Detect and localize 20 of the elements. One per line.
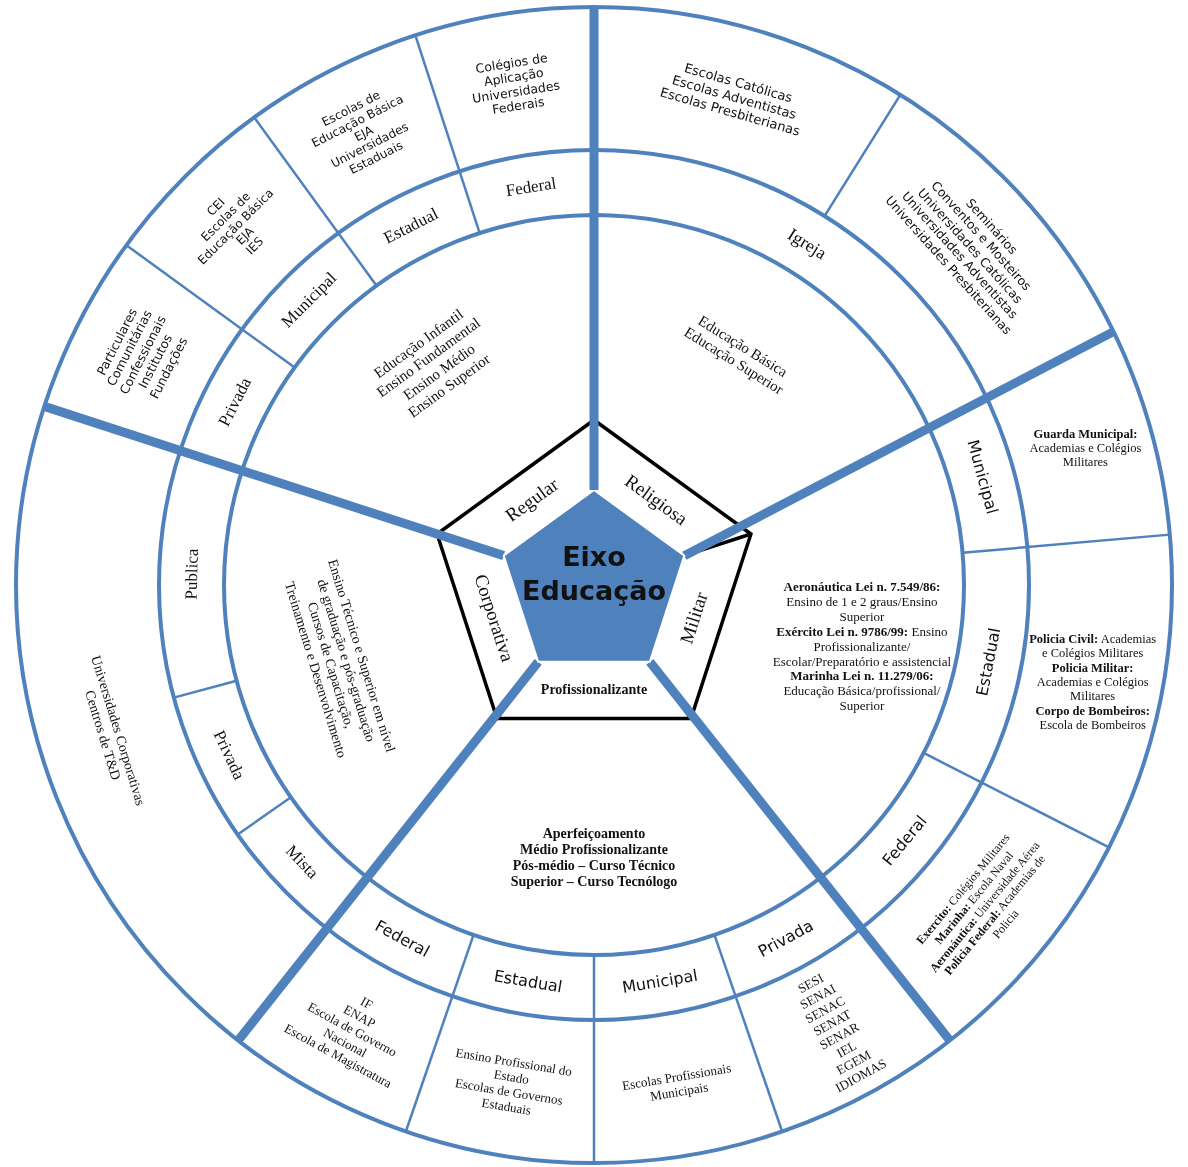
- ring-label: Federal: [470, 168, 592, 207]
- cell-text: Policia Militar: Academias e Colégios Militares: [1035, 660, 1150, 704]
- cell-text: Guarda Municipal: Academias e Colégios Militares: [1025, 427, 1146, 471]
- cell-text: Superior – Curso Tecnólogo: [509, 873, 679, 890]
- cell-text: Pós-médio – Curso Técnico: [511, 857, 677, 874]
- cell-text: Médio Profissionalizante: [519, 841, 669, 858]
- sector-label: Profissionalizante: [540, 682, 648, 699]
- ring-label: Estadual: [959, 555, 1019, 769]
- cell-text: Exército Lei n. 9786/99: Ensino Profissionalizante/ Escolar/Preparatório e assistencial: [771, 624, 952, 670]
- cell-text: Marinha Lei n. 11.279/06: Educação Básica/profissional/ Superior: [783, 669, 942, 715]
- ring-label: Publica: [179, 469, 205, 680]
- cell-text: Corpo de Bombeiros: Escola de Bombeiros: [1034, 703, 1151, 733]
- cell-text: Aperfeiçoamento: [541, 825, 647, 842]
- cell-text: Policia Civil: Academias e Colégios Militares: [1028, 631, 1157, 661]
- hub-title: Eixo Educação: [521, 540, 667, 608]
- ring-label: Estadual: [463, 962, 592, 1002]
- cell-text: Escolas Profissionais Municipais: [610, 1059, 745, 1111]
- ring-label: Municipal: [596, 962, 725, 1002]
- sector-label: Militar: [675, 589, 713, 646]
- cell-text: Aeronáutica Lei n. 7.549/86: Ensino de 1 e 2 graus/Ensino Superior: [782, 579, 942, 625]
